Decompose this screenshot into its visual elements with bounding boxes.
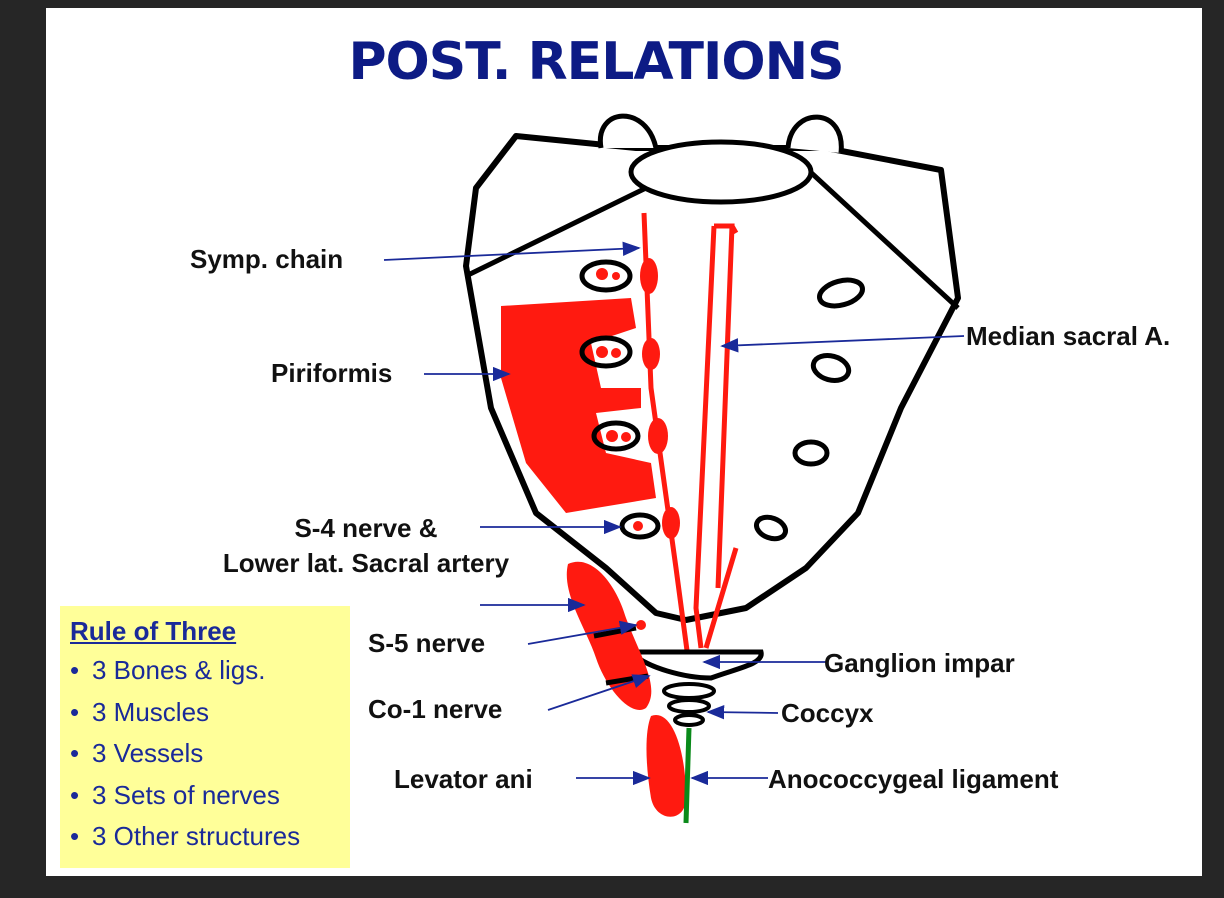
slide: POST. RELATIONS	[46, 8, 1202, 876]
label-anococcygeal: Anococcygeal ligament	[768, 764, 1059, 794]
list-item: •3 Other structures	[70, 821, 301, 851]
left-foramen-4	[619, 512, 661, 540]
anococcygeal-ligament	[683, 727, 692, 824]
coccyx-segment-2	[662, 682, 716, 700]
coccyx-segment-4	[673, 713, 705, 727]
label-median-sacral: Median sacral A.	[966, 321, 1171, 351]
sympathetic-chain	[641, 212, 691, 659]
right-foramen-4	[753, 514, 789, 542]
rule-of-three-box: Rule of Three •3 Bones & ligs. •3 Muscle…	[60, 606, 350, 868]
coccyx-segment-3	[667, 698, 711, 714]
coccygeus-muscle	[566, 561, 652, 710]
right-articular-process	[785, 114, 844, 154]
label-coccyx: Coccyx	[781, 698, 874, 728]
label-symp-chain: Symp. chain	[190, 244, 344, 274]
left-foramen-1	[579, 259, 633, 293]
left-foramen-3	[591, 420, 641, 452]
label-s4-line2: Lower lat. Sacral artery	[222, 548, 510, 578]
label-levator-ani: Levator ani	[394, 764, 533, 794]
label-s5-nerve: S-5 nerve	[368, 628, 486, 658]
label-co1-nerve: Co-1 nerve	[368, 694, 503, 724]
right-ala-line	[804, 166, 960, 310]
arrow-co1	[547, 674, 651, 711]
right-foramen-1	[817, 277, 865, 309]
arrow-s5	[527, 620, 638, 645]
label-piriformis: Piriformis	[271, 358, 393, 388]
left-ala-line	[464, 185, 648, 279]
sacrum-diagram	[383, 113, 965, 824]
left-foramen-2	[579, 335, 633, 369]
piriformis-muscle	[501, 298, 656, 513]
slide-title: POST. RELATIONS	[348, 32, 844, 92]
rule-of-three-list: •3 Bones & ligs. •3 Muscles •3 Vessels •…	[70, 650, 340, 858]
arrow-coccyx	[706, 705, 779, 720]
list-item: •3 Muscles	[70, 696, 210, 727]
list-item: •3 Bones & ligs.	[70, 655, 266, 685]
left-articular-process	[597, 113, 659, 149]
list-item: •3 Vessels	[70, 738, 204, 768]
right-foramen-3	[792, 439, 830, 467]
levator-ani-muscle	[646, 714, 686, 817]
label-s4-line1: S-4 nerve &	[294, 513, 438, 543]
arrow-median-sacral	[720, 335, 965, 353]
arrow-symp-chain	[383, 241, 641, 261]
rule-of-three-title: Rule of Three	[70, 616, 237, 646]
list-item: •3 Sets of nerves	[70, 779, 280, 810]
median-sacral-artery	[693, 223, 739, 649]
coccyx-segment-1	[625, 649, 764, 681]
right-foramen-2	[810, 353, 852, 383]
label-ganglion-impar: Ganglion impar	[824, 648, 1015, 678]
label-s4-group: S-4 nerve & Lower lat. Sacral artery	[196, 513, 536, 578]
s1-body	[628, 139, 814, 205]
